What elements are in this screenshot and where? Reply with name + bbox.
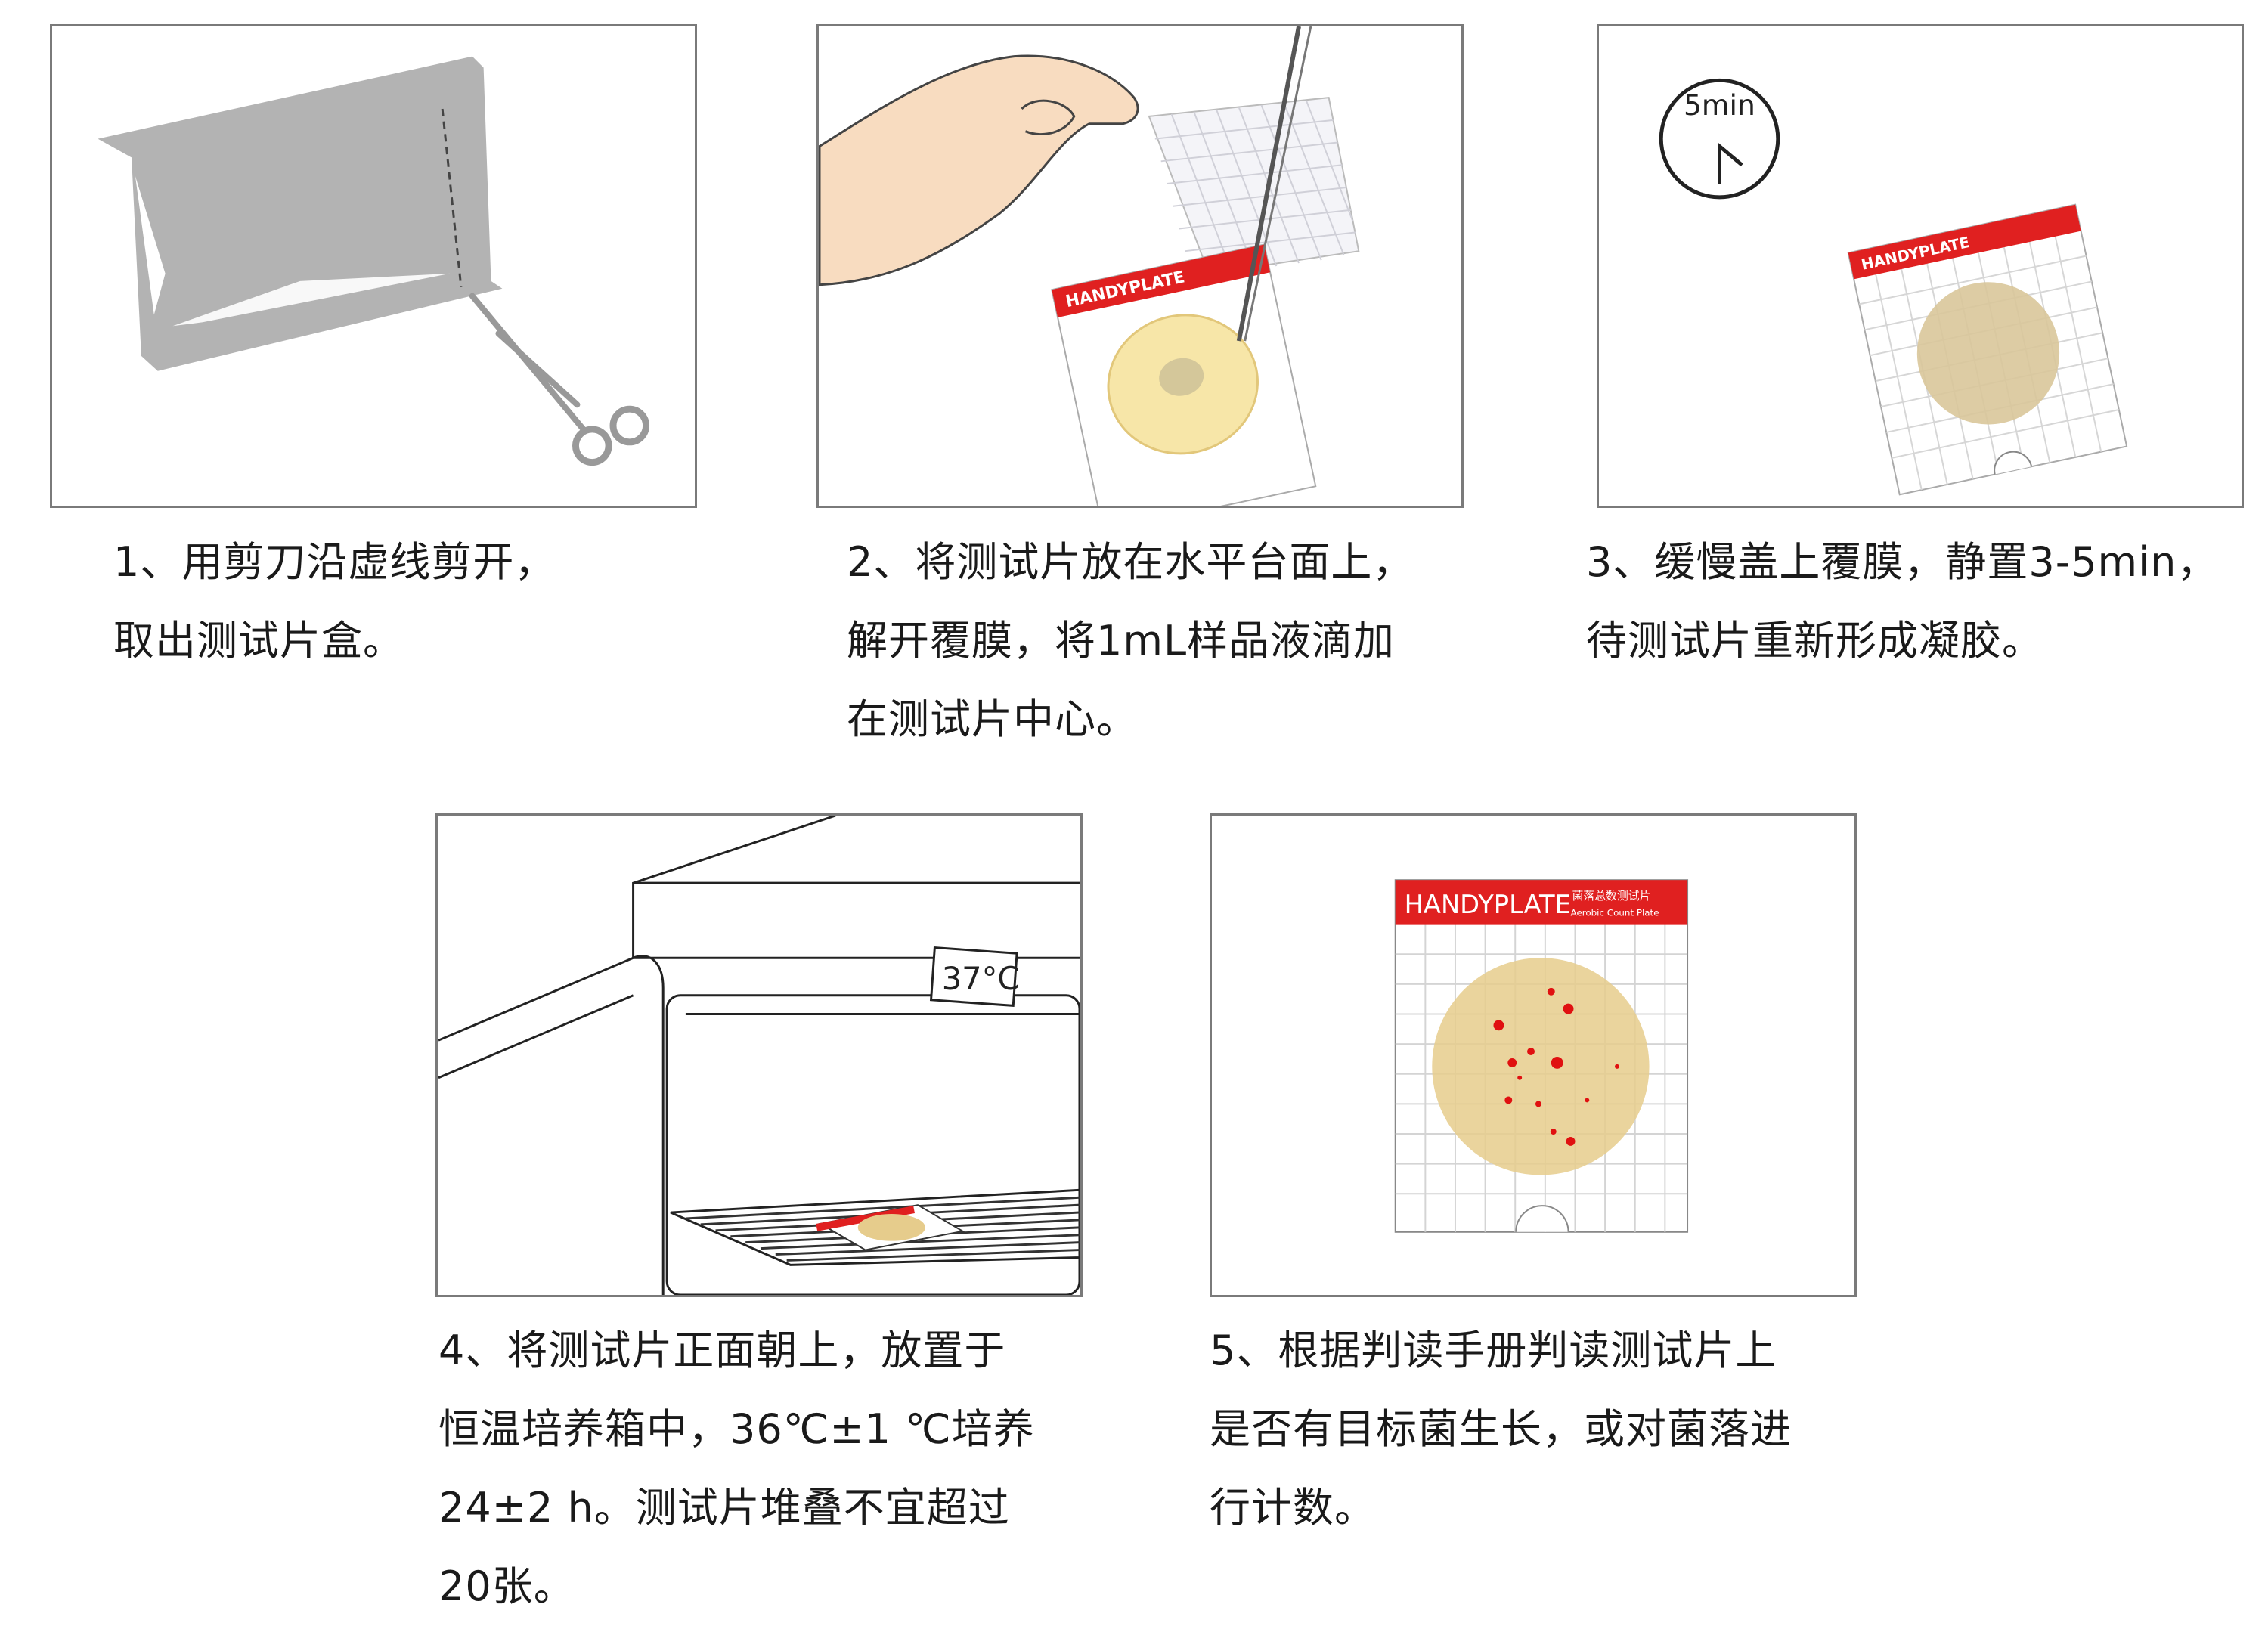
incubator-drawing: 37°C	[438, 816, 1080, 1295]
step-2-line-2: 解开覆膜，将1mL样品液滴加	[847, 617, 1396, 664]
step-1-caption: 1、用剪刀沿虚线剪开， 取出测试片盒。	[113, 523, 556, 680]
plate-product-cn: 菌落总数测试片	[1572, 889, 1651, 903]
temperature-label: 37°C	[942, 960, 1020, 997]
step-2-line-1: 2、将测试片放在水平台面上，	[847, 538, 1414, 586]
test-plate: HANDYPLATE	[1051, 243, 1317, 506]
colony	[1535, 1101, 1541, 1107]
step-2-line-3: 在测试片中心。	[847, 695, 1138, 743]
step-4-illustration: 37°C	[435, 813, 1083, 1297]
plate-product-en: Aerobic Count Plate	[1571, 908, 1659, 918]
colony	[1504, 1096, 1513, 1104]
incubator-shelf	[670, 1188, 1080, 1266]
step-4-line-3: 24±2 h。测试片堆叠不宜超过	[438, 1484, 1010, 1531]
step-4-line-4: 20张。	[438, 1562, 575, 1610]
colony	[1493, 1020, 1504, 1031]
hand-shape	[819, 54, 1139, 286]
step-5-illustration: HANDYPLATE 菌落总数测试片 Aerobic Count Plate	[1210, 813, 1857, 1297]
pipette-icon	[1236, 26, 1301, 342]
colony	[1585, 1098, 1590, 1103]
grid-film	[1148, 97, 1360, 275]
gel-disc	[1916, 282, 2060, 425]
colony	[1517, 1075, 1523, 1080]
colony	[1566, 1136, 1576, 1146]
package-highlight	[172, 273, 451, 327]
colony	[1550, 1129, 1557, 1135]
timer-icon: 5min	[1659, 78, 1780, 200]
colony	[1563, 1003, 1574, 1014]
plate-red-band	[1395, 880, 1688, 925]
colonies	[1493, 987, 1619, 1146]
step-2-illustration: HANDYPLATE	[816, 24, 1464, 508]
step-3-illustration: 5min HANDYPLATE	[1597, 24, 2244, 508]
step-4-line-1: 4、将测试片正面朝上，放置于	[438, 1327, 1006, 1374]
stacked-plates	[816, 1204, 965, 1251]
package-scissors-drawing	[98, 56, 650, 466]
step-1-illustration	[50, 24, 697, 508]
step-1-line-1: 1、用剪刀沿虚线剪开，	[113, 538, 556, 586]
colony	[1614, 1064, 1619, 1069]
step-5-line-1: 5、根据判读手册判读测试片上	[1210, 1327, 1777, 1374]
incubator-cabinet	[438, 816, 1080, 1295]
timer-label: 5min	[1684, 88, 1755, 122]
test-plate: HANDYPLATE 菌落总数测试片 Aerobic Count Plate	[1394, 879, 1689, 1233]
plate-red-band	[1848, 204, 2081, 280]
colony	[1527, 1048, 1535, 1055]
pipette-plate-drawing: HANDYPLATE	[819, 26, 1360, 506]
step-4-caption: 4、将测试片正面朝上，放置于 恒温培养箱中，36℃±1 ℃培养 24±2 h。测…	[438, 1311, 1035, 1626]
step-1-line-2: 取出测试片盒。	[113, 617, 404, 664]
step-3-line-1: 3、缓慢盖上覆膜，静置3-5min，	[1586, 538, 2219, 586]
test-plate: HANDYPLATE	[1847, 203, 2128, 496]
cut-dashed-line	[441, 108, 463, 287]
sample-drop	[1159, 358, 1204, 396]
step-3-line-2: 待测试片重新形成凝胶。	[1586, 617, 2043, 664]
test-plate-package	[98, 56, 503, 371]
colony	[1507, 1058, 1517, 1067]
scissors-icon	[469, 293, 650, 466]
step-2-caption: 2、将测试片放在水平台面上， 解开覆膜，将1mL样品液滴加 在测试片中心。	[847, 523, 1414, 759]
plate-brand-text: HANDYPLATE	[1405, 890, 1571, 919]
step-3-caption: 3、缓慢盖上覆膜，静置3-5min， 待测试片重新形成凝胶。	[1586, 523, 2218, 680]
step-5-line-2: 是否有目标菌生长，或对菌落进	[1210, 1405, 1792, 1453]
step-4-line-2: 恒温培养箱中，36℃±1 ℃培养	[438, 1405, 1035, 1453]
plate-red-band	[1052, 244, 1271, 318]
step-5-caption: 5、根据判读手册判读测试片上 是否有目标菌生长，或对菌落进 行计数。	[1210, 1311, 1792, 1547]
step-5-line-3: 行计数。	[1210, 1484, 1376, 1531]
timer-plate-drawing: 5min HANDYPLATE	[1659, 78, 2128, 496]
agar-disc	[1432, 958, 1650, 1175]
colony	[1547, 987, 1555, 996]
colony-plate-drawing: HANDYPLATE 菌落总数测试片 Aerobic Count Plate	[1394, 879, 1689, 1233]
temperature-display: 37°C	[929, 946, 1020, 1007]
colony	[1551, 1056, 1563, 1069]
